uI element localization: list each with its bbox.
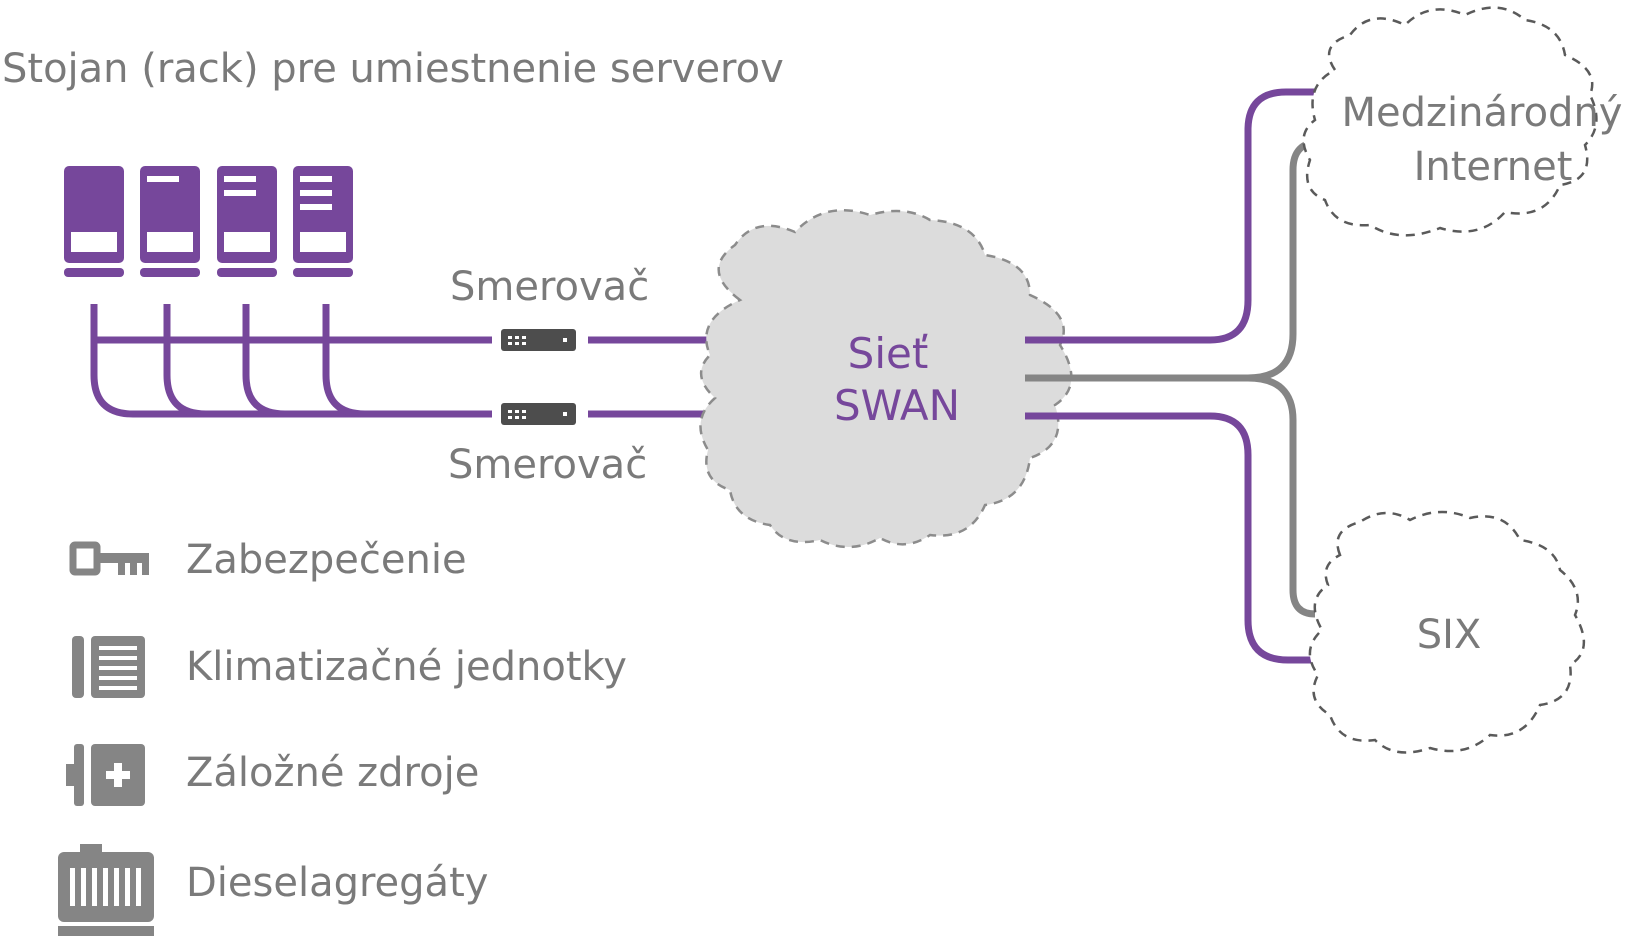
router-icon (501, 329, 576, 351)
key-icon (69, 541, 149, 576)
six-cloud (1308, 510, 1585, 754)
six-label: SIX (1417, 612, 1482, 658)
air-conditioner-icon (72, 636, 145, 698)
server-icon (217, 166, 277, 277)
internet-cloud (1302, 6, 1598, 237)
swan-label-line1: Sieť (848, 329, 929, 378)
rack-connections (90, 304, 492, 418)
legend-label-diesel-generators: Dieselagregáty (186, 860, 488, 906)
server-icon (293, 166, 353, 277)
swan-cloud (699, 208, 1073, 549)
legend-label-security: Zabezpečenie (186, 537, 467, 583)
diagram-title: Stojan (rack) pre umiestnenie serverov (2, 46, 784, 92)
legend: Zabezpečenie Klimatizačné jednotky Zálož… (58, 537, 627, 936)
generator-icon (58, 844, 154, 936)
router-icon (501, 403, 576, 425)
server-icon (64, 166, 124, 277)
external-links (1025, 88, 1322, 664)
battery-icon (66, 744, 145, 806)
internet-label-line1: Medzinárodný (1342, 90, 1623, 136)
server-icon (140, 166, 200, 277)
internet-label-line2: Internet (1414, 144, 1573, 190)
legend-label-backup-power: Záložné zdroje (186, 750, 479, 796)
router-label-bottom: Smerovač (448, 442, 647, 488)
legend-label-air-conditioning: Klimatizačné jednotky (186, 644, 627, 690)
swan-label-line2: SWAN (834, 381, 960, 430)
server-rack (64, 166, 353, 277)
router-label-top: Smerovač (450, 264, 649, 310)
